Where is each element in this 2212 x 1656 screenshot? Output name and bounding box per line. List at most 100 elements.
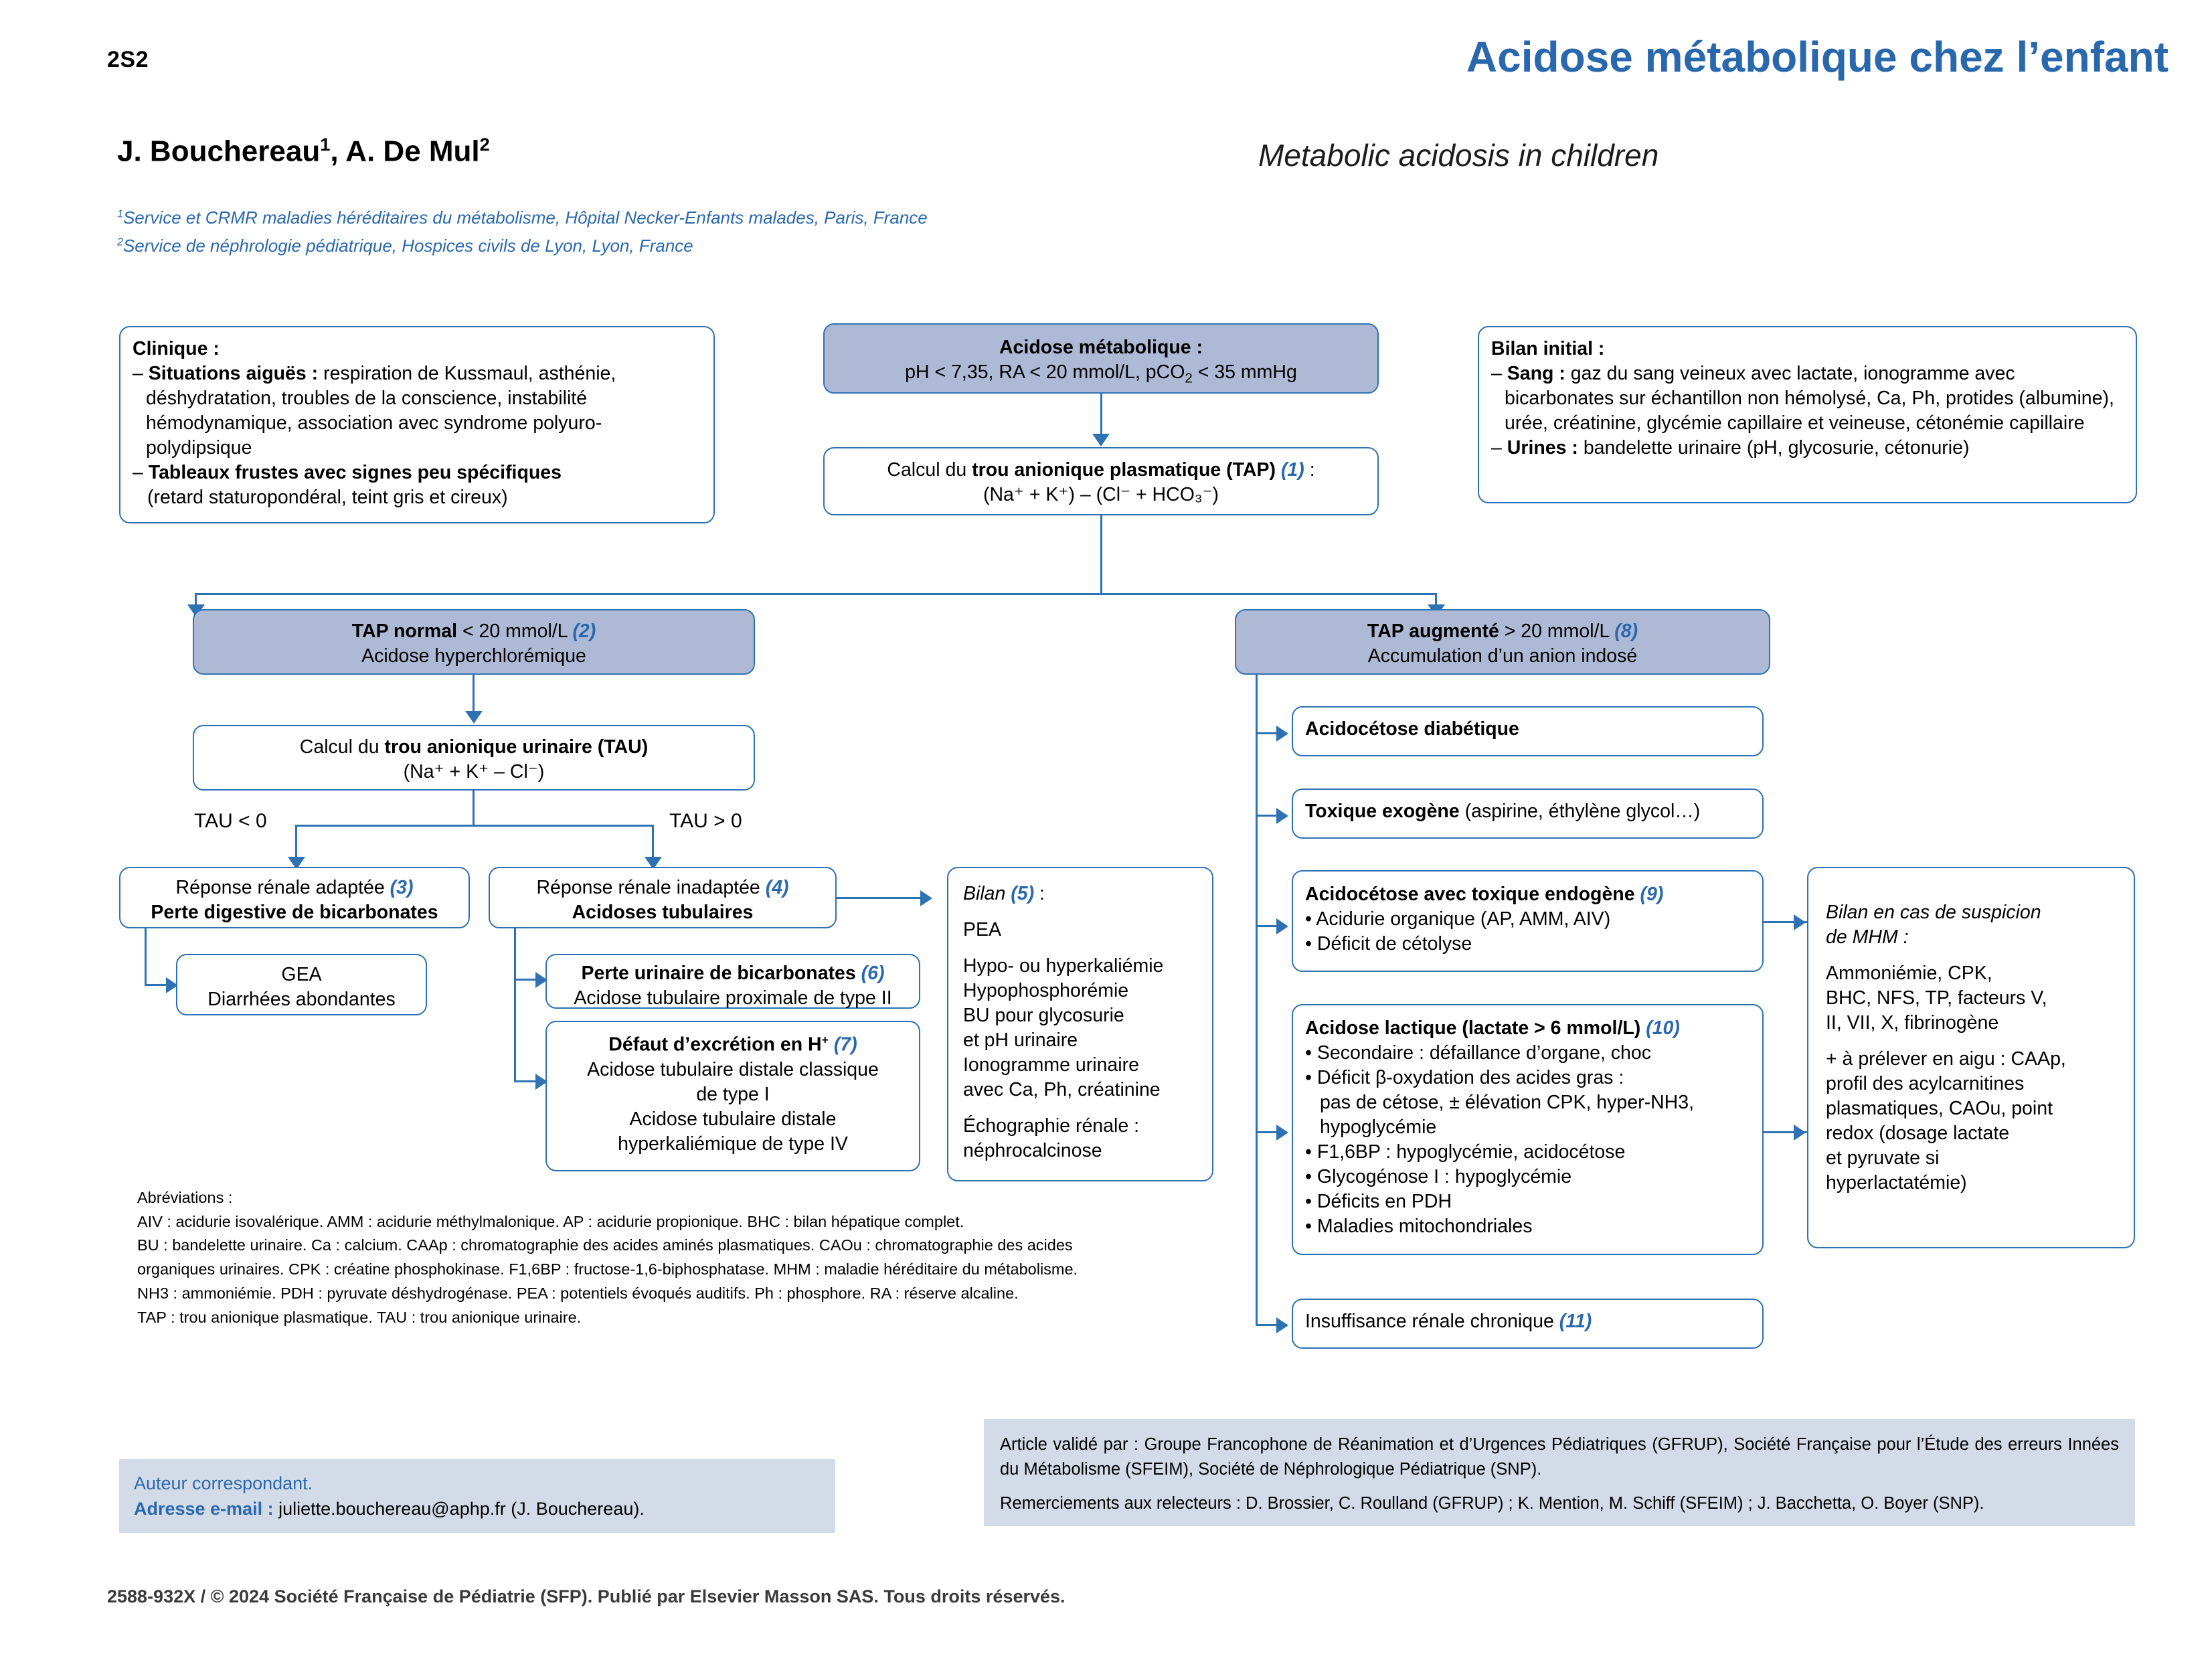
defaut-excretion-line1: Défaut d’excrétion en H+ (7) <box>608 1033 857 1056</box>
abbreviations-heading: Abréviations : <box>137 1189 233 1206</box>
affiliation-1-marker: 1 <box>117 208 123 220</box>
affiliation-2-text: Service de néphrologie pédiatrique, Hosp… <box>122 236 693 256</box>
connector-to-defaut-excretion <box>514 1080 537 1082</box>
corresponding-author-block: Auteur correspondant. Adresse e-mail : j… <box>119 1459 835 1533</box>
clinique-item-2-text: (retard staturopondéral, teint gris et c… <box>147 487 508 509</box>
connector-tap-split <box>195 593 1437 595</box>
connector-inadaptee-down <box>514 928 516 1082</box>
author-2: , A. De Mul <box>330 135 480 168</box>
acidose-lactique-bullet: • Maladies mitochondriales <box>1305 1216 1533 1238</box>
tap-augmente-label: TAP augmenté > 20 mmol/L (8) <box>1367 620 1638 642</box>
bilan5-line: avec Ca, Ph, créatinine <box>963 1079 1161 1101</box>
abbreviations-block: Abréviations : AIV : acidurie isovalériq… <box>137 1186 1262 1329</box>
connector-adaptee-to-gea <box>145 928 147 985</box>
bilan5-title: Bilan (5) : <box>963 883 1045 904</box>
bilan5-pea: PEA <box>963 919 1002 941</box>
defaut-excretion-line2: Acidose tubulaire distale classique <box>587 1058 879 1080</box>
page-title: Acidose métabolique chez l’enfant <box>1466 33 2168 81</box>
reponse-adaptee-line1: Réponse rénale adaptée (3) <box>175 877 414 898</box>
acidose-metabolique-heading: Acidose métabolique : <box>999 337 1203 358</box>
arrowhead-bilan-mhm-top <box>1794 914 1806 930</box>
bilan-initial-heading: Bilan initial : <box>1491 338 1605 359</box>
arrowhead-acidose-to-tapcalc <box>1092 434 1110 446</box>
clinique-item-1: – Situations aiguës : respiration de Kus… <box>133 363 616 459</box>
bilan-mhm-line: BHC, NFS, TP, facteurs V, <box>1826 987 2047 1009</box>
bilan-mhm-title-line2: de MHM : <box>1826 926 1909 948</box>
tau-calculation-box: Calcul du trou anionique urinaire (TAU) … <box>193 725 755 791</box>
arrowhead-toxique-endogene <box>1276 918 1288 934</box>
gea-box: GEA Diarrhées abondantes <box>176 954 427 1015</box>
reponse-inadaptee-line2: Acidoses tubulaires <box>572 902 754 924</box>
bilan5-echo-line2: néphrocalcinose <box>963 1140 1102 1162</box>
affiliation-1-text: Service et CRMR maladies héréditaires du… <box>122 208 928 228</box>
bilan-mhm-line: et pyruvate si <box>1826 1147 1940 1169</box>
affiliation-2: 2Service de néphrologie pédiatrique, Hos… <box>117 236 693 256</box>
arrowhead-bilan5 <box>920 890 932 906</box>
page-number: 2S2 <box>107 47 149 72</box>
toxique-exogene-box: Toxique exogène (aspirine, éthylène glyc… <box>1292 789 1764 839</box>
arrowhead-acidose-lactique <box>1276 1125 1288 1141</box>
toxique-endogene-title: Acidocétose avec toxique endogène (9) <box>1305 884 1664 905</box>
bilan-initial-sang: – Sang : gaz du sang veineux avec lactat… <box>1491 363 2114 434</box>
tap-calc-formula: (Na⁺ + K⁺) – (Cl⁻ + HCO₃⁻) <box>983 484 1219 506</box>
bilan5-line: BU pour glycosurie <box>963 1005 1124 1027</box>
arrowhead-gea <box>166 977 178 993</box>
defaut-excretion-line5: hyperkaliémique de type IV <box>618 1133 848 1155</box>
author-1: J. Bouchereau <box>117 135 321 168</box>
tau-calc-line1: Calcul du trou anionique urinaire (TAU) <box>299 736 649 758</box>
abbreviations-line: TAP : trou anionique plasmatique. TAU : … <box>137 1308 582 1326</box>
validation-paragraph-1: Article validé par : Groupe Francophone … <box>1000 1435 2119 1479</box>
connector-lactique-to-bilan-mhm <box>1764 1131 1807 1133</box>
bilan-initial-urines: – Urines : bandelette urinaire (pH, glyc… <box>1491 437 1970 459</box>
acidose-lactique-box: Acidose lactique (lactate > 6 mmol/L) (1… <box>1292 1004 1764 1255</box>
bilan-mhm-line: hyperlactatémie) <box>1826 1172 1967 1194</box>
abbreviations-line: BU : bandelette urinaire. Ca : calcium. … <box>137 1236 1073 1254</box>
clinique-heading: Clinique : <box>133 338 220 359</box>
connector-tap-augmente-spine <box>1256 675 1258 1325</box>
defaut-excretion-h-box: Défaut d’excrétion en H+ (7) Acidose tub… <box>545 1021 920 1171</box>
connector-to-toxique-endogene <box>1256 925 1278 927</box>
connector-to-tap-normal <box>195 593 197 607</box>
insuffisance-renale-label: Insuffisance rénale chronique (11) <box>1305 1311 1592 1332</box>
tap-augmente-subtitle: Accumulation d’un anion indosé <box>1367 645 1638 667</box>
arrowhead-tau-right <box>645 857 662 870</box>
email-address[interactable]: juliette.bouchereau@aphp.fr (J. Bouchere… <box>273 1498 645 1519</box>
bilan-mhm-box: Bilan en cas de suspicion de MHM : Ammon… <box>1807 867 2135 1248</box>
defaut-excretion-line3: de type I <box>696 1083 770 1105</box>
acidose-lactique-title: Acidose lactique (lactate > 6 mmol/L) (1… <box>1305 1017 1680 1039</box>
tau-branch-right-label: TAU > 0 <box>669 810 742 832</box>
arrowhead-acidocetose-diabetique <box>1276 726 1288 742</box>
connector-to-acidocetose-diabetique <box>1256 732 1278 734</box>
validation-block: Article validé par : Groupe Francophone … <box>984 1419 2135 1526</box>
tap-calculation-box: Calcul du trou anionique plasmatique (TA… <box>823 447 1379 515</box>
acidose-metabolique-box: Acidose métabolique : pH < 7,35, RA < 20… <box>823 323 1379 394</box>
gea-line1: GEA <box>281 964 322 985</box>
bilan-mhm-line: profil des acylcarnitines <box>1826 1073 2025 1095</box>
email-label: Adresse e-mail : <box>134 1498 274 1519</box>
connector-taucalc-down <box>473 791 475 826</box>
connector-to-toxique-exogene <box>1256 815 1278 817</box>
acidose-metabolique-criteria: pH < 7,35, RA < 20 mmol/L, pCO2 < 35 mmH… <box>905 361 1297 386</box>
bilan5-line: Ionogramme urinaire <box>963 1054 1139 1076</box>
clinique-item-1-text: respiration de Kussmaul, asthénie, déshy… <box>146 363 616 459</box>
bilan-mhm-line: redox (dosage lactate <box>1826 1123 2010 1145</box>
authors: J. Bouchereau1, A. De Mul2 <box>117 134 490 169</box>
tap-normal-subtitle: Acidose hyperchlorémique <box>361 645 586 667</box>
tau-branch-left-label: TAU < 0 <box>194 810 267 832</box>
connector-endogene-to-bilan-mhm <box>1764 921 1807 923</box>
gea-line2: Diarrhées abondantes <box>207 989 396 1011</box>
connector-to-acidose-lactique <box>1256 1131 1278 1133</box>
insuffisance-renale-chronique-box: Insuffisance rénale chronique (11) <box>1292 1299 1764 1349</box>
bilan-initial-sang-text: gaz du sang veineux avec lactate, ionogr… <box>1505 363 2114 434</box>
connector-tapcalc-down <box>1100 515 1102 594</box>
connector-to-insuffisance-renale <box>1256 1324 1278 1326</box>
affiliation-1: 1Service et CRMR maladies héréditaires d… <box>117 208 928 228</box>
reponse-renale-adaptee-box: Réponse rénale adaptée (3) Perte digesti… <box>119 867 470 928</box>
toxique-endogene-bullet: • Déficit de cétolyse <box>1305 933 1472 955</box>
tap-augmente-box: TAP augmenté > 20 mmol/L (8) Accumulatio… <box>1235 609 1770 675</box>
acidose-lactique-bullet: • F1,6BP : hypoglycémie, acidocétose <box>1305 1141 1626 1163</box>
bilan-mhm-line: + à prélever en aigu : CAAp, <box>1826 1048 2066 1070</box>
arrowhead-taucalc <box>465 711 483 724</box>
connector-tau-right <box>652 825 654 859</box>
defaut-excretion-line4: Acidose tubulaire distale <box>629 1108 837 1130</box>
